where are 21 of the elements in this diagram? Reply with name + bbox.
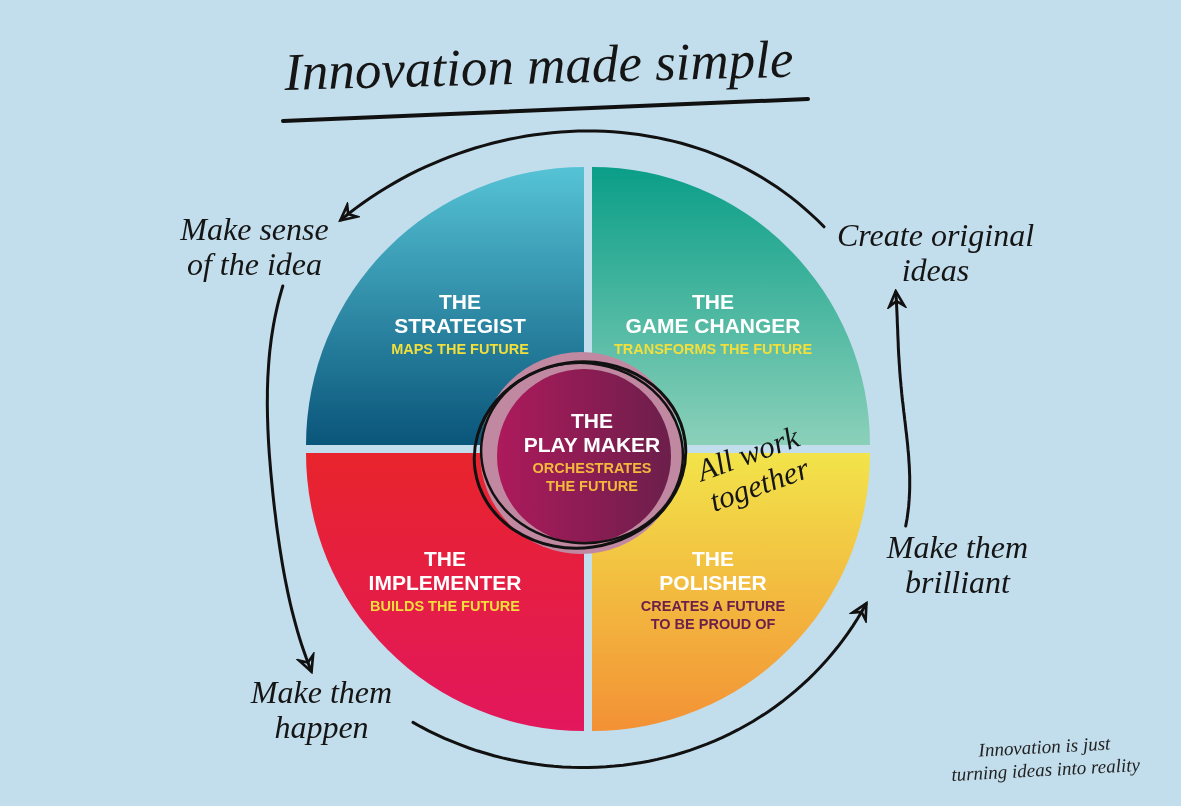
step-caption: Make them brilliant <box>885 530 1030 600</box>
tagline-text: Innovation is just turning ideas into reality <box>949 731 1142 786</box>
step-caption: Create original ideas <box>836 218 1035 288</box>
curved-arrow <box>411 601 868 769</box>
role-title: THE STRATEGIST <box>394 290 526 339</box>
role-title: THE POLISHER <box>659 547 767 596</box>
role-description: CREATES A FUTURE TO BE PROUD OF <box>639 598 787 634</box>
curved-arrow <box>339 129 826 229</box>
title: Innovation made simple <box>283 28 795 102</box>
role-description: BUILDS THE FUTURE <box>370 598 520 616</box>
role-title: THE GAME CHANGER <box>625 290 801 339</box>
role-description: ORCHESTRATES THE FUTURE <box>531 460 653 496</box>
curved-arrow <box>265 284 315 674</box>
role-title: THE IMPLEMENTER <box>368 547 522 596</box>
role-title: THE PLAY MAKER <box>523 409 661 458</box>
step-caption: Make them happen <box>249 675 394 745</box>
role-description: TRANSFORMS THE FUTURE <box>613 341 813 359</box>
curved-arrow <box>887 289 912 528</box>
annotation-text: All work together <box>691 417 815 521</box>
role-description: MAPS THE FUTURE <box>391 341 529 359</box>
step-caption: Make sense of the idea <box>179 212 330 282</box>
